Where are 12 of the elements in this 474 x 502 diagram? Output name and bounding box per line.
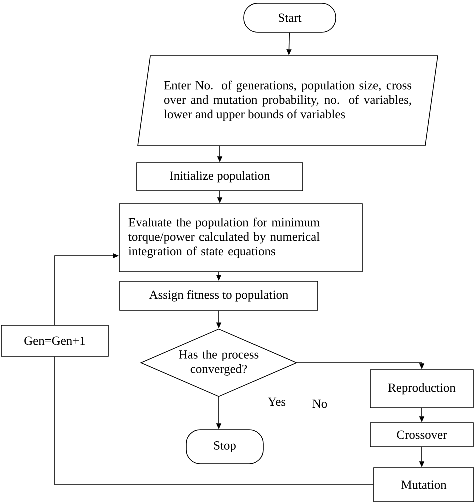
edge-label: Yes (266, 396, 288, 408)
start-terminal: Start (244, 3, 336, 33)
process-box: Assign fitness to population (120, 281, 318, 311)
process-box: Reproduction (370, 370, 474, 408)
input-parallelogram: Enter No. of generations, population size, cross over and mutation probability, no. of variables, lower and upper bounds of variables (138, 56, 438, 146)
process-box: Evaluate the population for minimum torque/power calculated by numerical integration of state equations (119, 204, 363, 272)
process-box: Gen=Gen+1 (1, 325, 109, 357)
process-box: Initialize population (136, 162, 304, 192)
edge-label: No (311, 398, 329, 410)
process-box: Crossover (370, 422, 474, 448)
process-box: Mutation (374, 468, 474, 502)
stop-terminal: Stop (186, 430, 264, 464)
